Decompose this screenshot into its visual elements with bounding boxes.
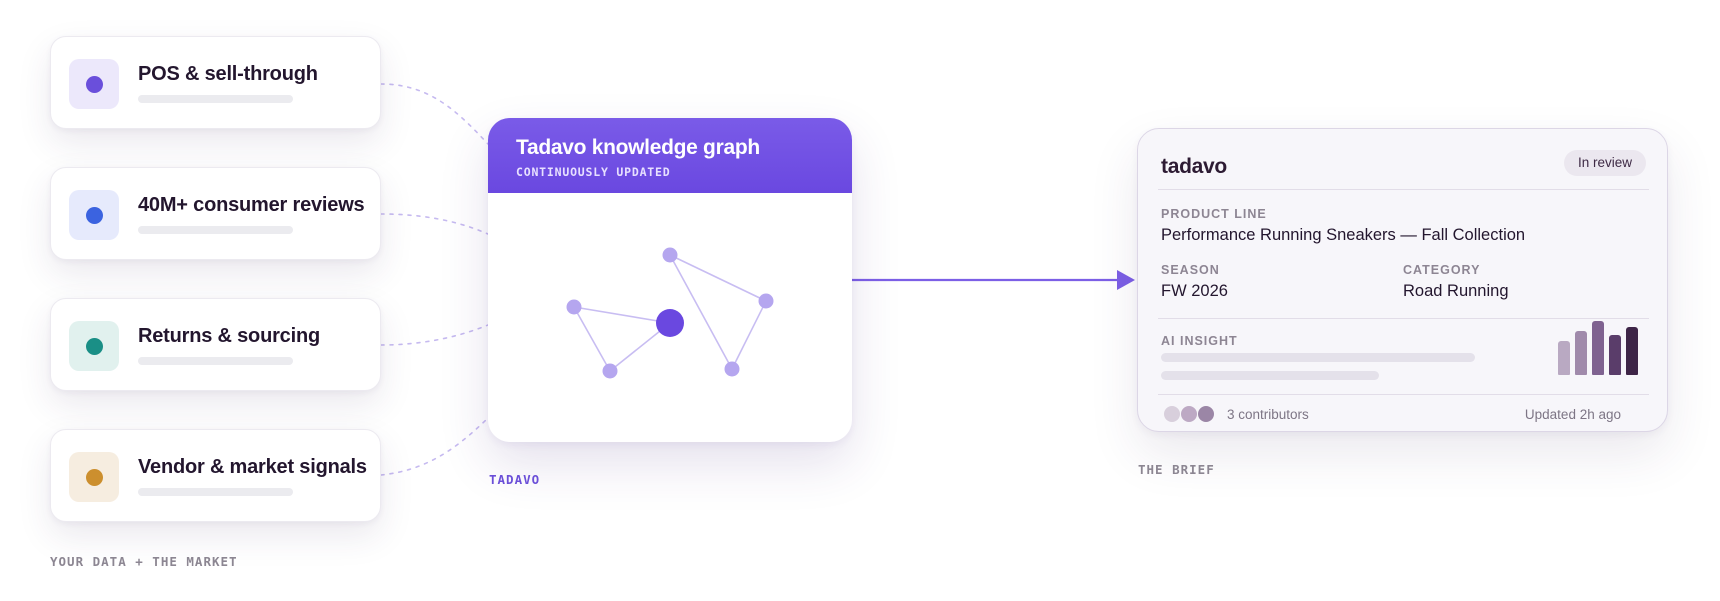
graph-node-hub [656,309,684,337]
avatar [1198,406,1214,422]
source-icon-box [69,59,119,109]
category-label: CATEGORY [1403,263,1481,277]
placeholder-bar [138,95,293,103]
source-card-returns: Returns & sourcing [50,298,381,391]
graph-node [724,361,740,377]
source-label: Vendor & market signals [138,456,367,478]
brief-caption: THE BRIEF [1138,462,1215,477]
source-card-pos: POS & sell-through [50,36,381,129]
divider [1158,318,1649,319]
updated-timestamp: Updated 2h ago [1524,407,1621,422]
connector-returns [380,324,489,346]
category-value: Road Running [1403,282,1509,300]
placeholder-bar [138,357,293,365]
placeholder-bar [138,488,293,496]
flow-arrow-head [1117,270,1135,290]
dot-icon [86,469,103,486]
source-card-reviews: 40M+ consumer reviews [50,167,381,260]
mini-bar-chart-icon [1558,321,1640,375]
dot-icon [86,338,103,355]
source-label: Returns & sourcing [138,325,320,347]
contributor-avatars [1164,406,1216,422]
knowledge-graph-card: Tadavo knowledge graph CONTINUOUSLY UPDA… [488,118,852,442]
status-badge: In review [1563,150,1646,176]
source-icon-box [69,321,119,371]
graph-caption: TADAVO [489,472,541,487]
product-line-label: PRODUCT LINE [1161,207,1267,221]
ai-insight-label: AI INSIGHT [1161,334,1238,348]
source-label: POS & sell-through [138,63,318,85]
connector-pos [380,83,489,145]
connector-reviews [380,213,489,235]
graph-title: Tadavo knowledge graph [516,136,760,159]
connector-vendor [380,417,489,476]
product-line-value: Performance Running Sneakers — Fall Coll… [1161,226,1526,244]
graph-node [758,293,774,309]
graph-node [662,247,678,263]
season-label: SEASON [1161,263,1220,277]
insight-placeholder-bar [1161,371,1379,380]
avatar [1181,406,1197,422]
brief-logo: tadavo [1161,155,1227,178]
avatar [1164,406,1180,422]
graph-subtitle: CONTINUOUSLY UPDATED [516,165,671,179]
graph-header: Tadavo knowledge graph CONTINUOUSLY UPDA… [488,118,852,193]
sources-caption: YOUR DATA + THE MARKET [50,554,238,569]
placeholder-bar [138,226,293,234]
contributors-count: 3 contributors [1227,407,1309,422]
network-graph [566,247,774,379]
insight-placeholder-bar [1161,353,1475,362]
source-card-vendor: Vendor & market signals [50,429,381,522]
divider [1158,189,1649,190]
brief-card: tadavo In review PRODUCT LINE Performanc… [1137,128,1668,432]
source-icon-box [69,190,119,240]
graph-node [566,299,582,315]
graph-node [602,363,618,379]
dot-icon [86,76,103,93]
source-label: 40M+ consumer reviews [138,194,365,216]
source-icon-box [69,452,119,502]
dot-icon [86,207,103,224]
season-value: FW 2026 [1161,282,1228,300]
divider [1158,394,1649,395]
